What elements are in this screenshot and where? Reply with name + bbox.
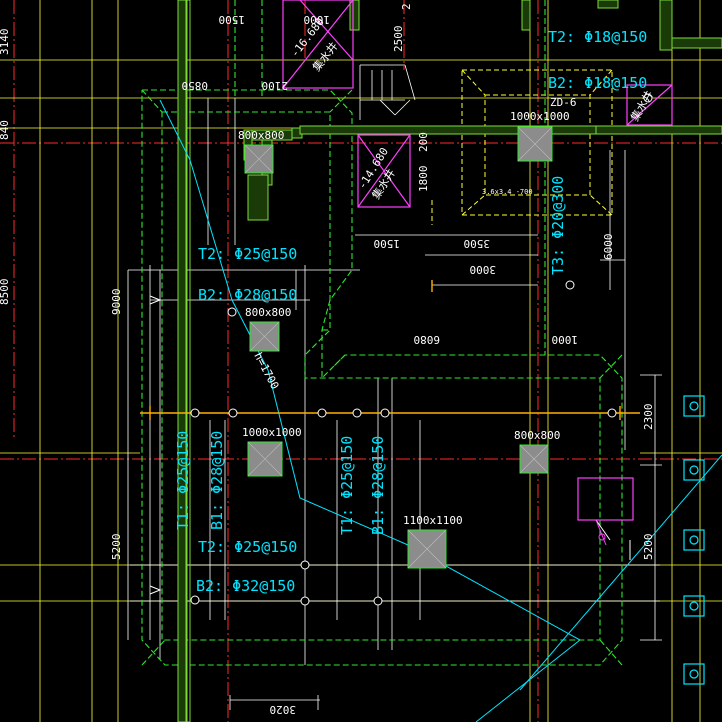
dim-6000: 6000 — [602, 234, 615, 261]
rebar-label-b1-mid: B1: Φ28@150 — [369, 436, 387, 535]
pile-cap-6 — [517, 126, 553, 162]
dim-2500: 2500 — [392, 26, 405, 53]
rebar-label-t2-top-right: T2: Φ18@150 — [548, 28, 647, 46]
elevation-right-note: 集水井 — [627, 88, 656, 124]
white-linework — [127, 64, 662, 710]
section-cut-line — [159, 99, 722, 722]
dim-1500-mid: 1500 — [374, 237, 401, 250]
dim-3020: 3020 — [270, 703, 297, 716]
dim-2100: 2100 — [262, 79, 289, 92]
dim-1800: 1800 — [417, 166, 430, 193]
dim-5200-left: 5200 — [110, 534, 123, 561]
rebar-label-b2-top-right: B2: Φ18@150 — [548, 74, 647, 92]
misc-labels: ZD-6 h=1700 -16.680 集水井 -14.680 集水井 集水井 … — [251, 15, 656, 391]
dim-2300: 2300 — [642, 404, 655, 431]
rebar-label-t2-upper: T2: Φ25@150 — [198, 245, 297, 263]
dim-840: 840 — [0, 120, 11, 140]
rebar-label-t1-mid: T1: Φ25@150 — [338, 436, 356, 535]
elevation-top-note: 集水井 — [309, 39, 340, 74]
dimension-chain — [140, 280, 640, 420]
pile-caps — [244, 126, 553, 569]
pile-cap-1 — [244, 144, 274, 174]
rebar-label-t2-lower: T2: Φ25@150 — [198, 538, 297, 556]
magenta-detail — [595, 519, 607, 546]
dimension-labels: 1500 1000 2500 2 840 8500 9000 5200 200 … — [0, 3, 655, 716]
rebar-label-t3-right: T3: Φ20@300 — [549, 176, 567, 275]
dim-3140: 3140 — [0, 29, 11, 56]
dim-6080: 6080 — [414, 333, 441, 346]
dim-2-top: 2 — [400, 3, 413, 10]
rebar-label-b2-upper: B2: Φ28@150 — [198, 286, 297, 304]
dim-0850: 0850 — [182, 79, 209, 92]
dim-1000-mid: 1000 — [552, 333, 579, 346]
pile-label-1: 800x800 — [238, 129, 284, 142]
foundation-dashed-outlines — [141, 0, 623, 666]
rebar-label-b1-left: B1: Φ28@150 — [208, 431, 226, 530]
pile-cap-5 — [407, 529, 447, 569]
grid-nodes — [190, 93, 653, 606]
pile-label-2: 800x800 — [245, 306, 291, 319]
dim-3500: 3500 — [464, 237, 491, 250]
pile-label-5: 1100x1100 — [403, 514, 463, 527]
pile-label-3: 1000x1000 — [242, 426, 302, 439]
dim-3000: 3000 — [470, 263, 497, 276]
dim-8500: 8500 — [0, 279, 11, 306]
leader-marks — [149, 295, 631, 595]
dim-9000: 9000 — [110, 289, 123, 316]
zd-label: ZD-6 — [550, 96, 577, 109]
pile-labels: 800x800 800x800 1000x1000 800x800 1100x1… — [238, 110, 570, 527]
rebar-label-t1-left: T1: Φ25@150 — [174, 431, 192, 530]
dim-200-a: 200 — [417, 132, 430, 152]
dim-5200-right: 5200 — [642, 534, 655, 561]
pile-label-6: 1000x1000 — [510, 110, 570, 123]
column-symbols — [683, 395, 705, 685]
pile-cap-2 — [249, 321, 280, 352]
rebar-labels: T2: Φ18@150 B2: Φ18@150 T2: Φ25@150 B2: … — [174, 28, 647, 595]
pile-cap-4 — [519, 444, 549, 474]
dim-1000-top: 1000 — [304, 13, 331, 26]
pile-cap-3 — [247, 441, 283, 477]
pile-label-4: 800x800 — [514, 429, 560, 442]
yellow-dashed-outlines — [431, 69, 613, 225]
slope-label: h=1700 — [251, 350, 281, 391]
dim-1500-top: 1500 — [219, 13, 246, 26]
sump-pits — [282, 0, 673, 521]
rebar-label-b2-lower: B2: Φ32@150 — [196, 577, 295, 595]
small-note: 3.6x3.4 -700 — [482, 188, 533, 196]
